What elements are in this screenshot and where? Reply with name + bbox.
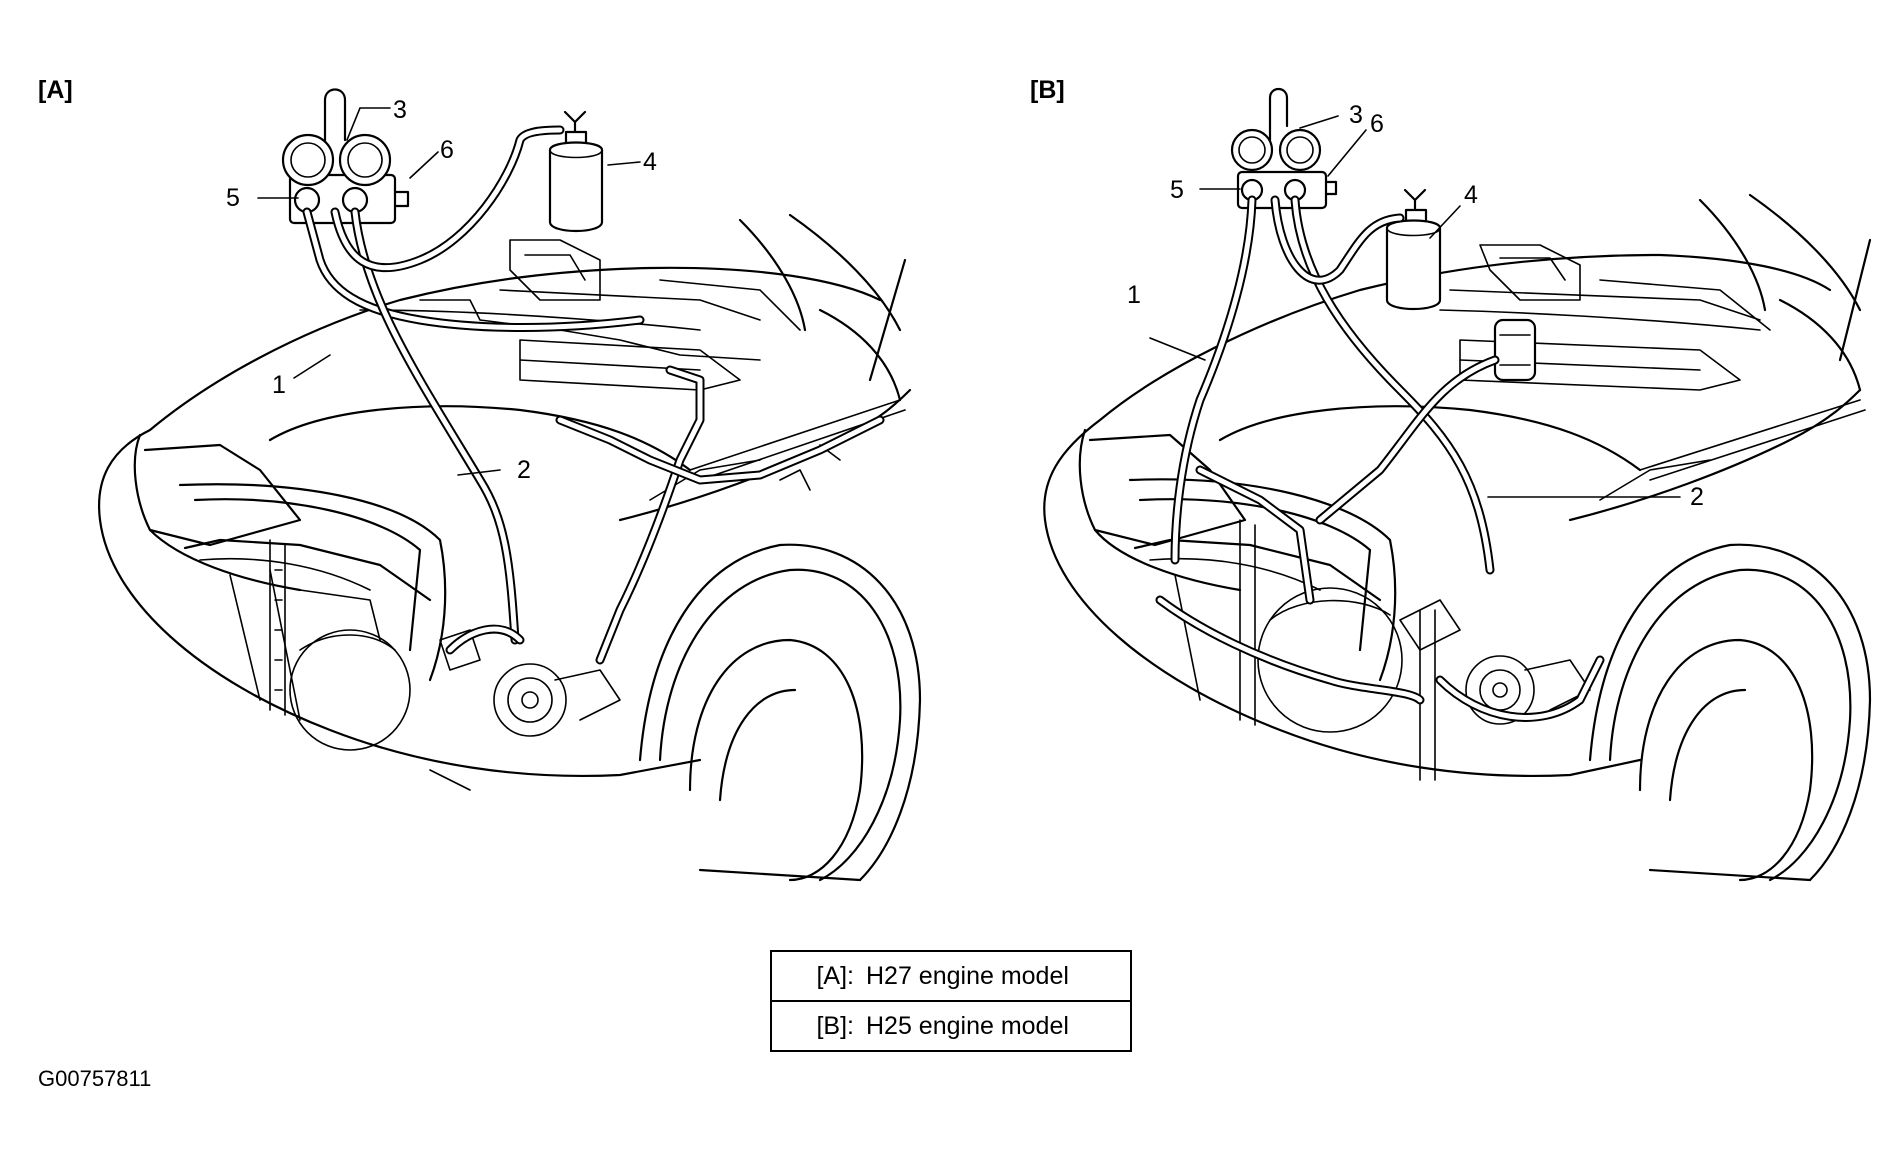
panel-b-callout-1: 1 bbox=[1127, 281, 1141, 309]
panel-a-callout-5: 5 bbox=[226, 184, 240, 212]
panel-a-callout-3: 3 bbox=[393, 96, 407, 124]
panel-a-callout-6: 6 bbox=[440, 136, 454, 164]
legend-row-b: [B]: H25 engine model bbox=[772, 1000, 1130, 1050]
panel-a-manifold-gauge bbox=[281, 88, 410, 225]
panel-a: [A] bbox=[38, 76, 922, 882]
panel-b-callout-6: 6 bbox=[1370, 110, 1384, 138]
panel-b: [B] bbox=[1030, 76, 1872, 882]
panel-a-callout-1: 1 bbox=[272, 371, 286, 399]
panel-a-hoses bbox=[302, 125, 885, 665]
panel-b-vehicle-body bbox=[1043, 193, 1872, 882]
figure-id: G00757811 bbox=[38, 1066, 152, 1091]
panel-a-callout-2: 2 bbox=[517, 456, 531, 484]
panel-b-refrigerant-can bbox=[1385, 188, 1442, 310]
legend-row-a: [A]: H27 engine model bbox=[772, 952, 1130, 1000]
legend-key-a: [A]: bbox=[816, 961, 854, 990]
panel-b-callout-5: 5 bbox=[1170, 176, 1184, 204]
panel-a-callout-4: 4 bbox=[643, 148, 657, 176]
panel-b-callout-3: 3 bbox=[1349, 101, 1363, 129]
panel-b-callout-2: 2 bbox=[1690, 483, 1704, 511]
panel-b-manifold-gauge bbox=[1230, 87, 1338, 210]
legend-key-b: [B]: bbox=[816, 1011, 854, 1040]
panel-b-callout-4: 4 bbox=[1464, 181, 1478, 209]
panel-b-leader-lines bbox=[1149, 115, 1681, 498]
panel-a-leader-lines bbox=[257, 107, 641, 476]
panel-a-vehicle-body bbox=[98, 213, 922, 882]
panel-b-hoses bbox=[1155, 195, 1605, 722]
panel-a-refrigerant-can bbox=[548, 110, 604, 232]
legend-value-b: H25 engine model bbox=[866, 1011, 1069, 1040]
panel-a-tag: [A] bbox=[38, 76, 73, 104]
panel-b-tag: [B] bbox=[1030, 76, 1065, 104]
engine-model-legend: [A]: H27 engine model [B]: H25 engine mo… bbox=[770, 950, 1132, 1052]
legend-value-a: H27 engine model bbox=[866, 961, 1069, 990]
